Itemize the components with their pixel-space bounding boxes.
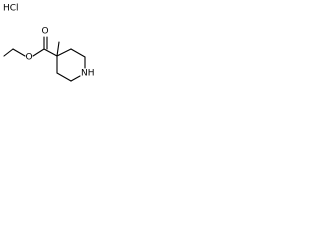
carbonyl-oxygen-label: O xyxy=(42,27,49,37)
chemical-structure-diagram: HCl O O NH xyxy=(3,4,95,82)
bond-o-carbonyl xyxy=(32,48,45,57)
bond-ring-c6-c5 xyxy=(56,72,72,82)
bond-ring-n-c6 xyxy=(70,75,81,82)
bond-ring-c4-c3 xyxy=(56,48,72,57)
bond-c4-methyl xyxy=(56,41,60,57)
hcl-label: HCl xyxy=(3,4,19,14)
ester-oxygen-label: O xyxy=(26,53,33,63)
bond-carbonyl-ring-c4 xyxy=(43,48,58,57)
bond-group xyxy=(3,36,86,82)
bond-ethyl-ch3-ch2 xyxy=(3,48,14,57)
bond-ring-c3-c2 xyxy=(70,48,86,58)
bond-ethyl-ch2-o xyxy=(12,48,26,57)
amine-nh-label: NH xyxy=(81,69,95,79)
